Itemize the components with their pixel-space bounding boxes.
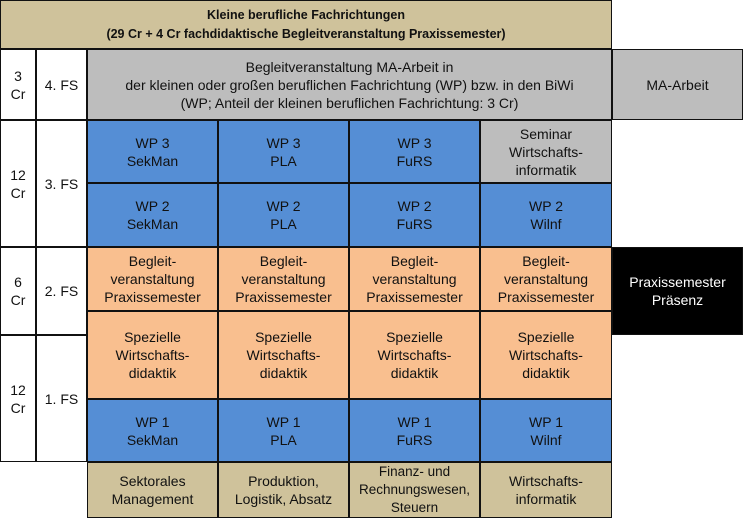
credit-cell-1fs: 12 Cr — [0, 335, 36, 462]
credit-cell-2fs: 6 Cr — [0, 247, 36, 335]
begleitveranstaltung-cell: Begleit- veranstaltung Praxissemester — [349, 247, 480, 311]
begleitveranstaltung-cell: Begleit- veranstaltung Praxissemester — [87, 247, 218, 311]
wp3-pla-cell: WP 3 PLA — [218, 120, 349, 183]
praxissemester-praesenz-cell: Praxissemester Präsenz — [612, 247, 743, 335]
wp2-wilnf-cell: WP 2 Wilnf — [480, 183, 612, 247]
wp2-furs-cell: WP 2 FuRS — [349, 183, 480, 247]
header-subtitle: (29 Cr + 4 Cr fachdidaktische Begleitver… — [106, 26, 506, 41]
begleitveranstaltung-cell: Begleit- veranstaltung Praxissemester — [480, 247, 612, 311]
wp2-sekman-cell: WP 2 SekMan — [87, 183, 218, 247]
credit-cell-4fs: 3 Cr — [0, 49, 36, 120]
ma-arbeit-cell: MA-Arbeit — [612, 49, 743, 120]
spezielle-wirtschaftsdidaktik-cell: Spezielle Wirtschafts- didaktik — [218, 311, 349, 399]
finanz-rechnungswesen-steuern-cell: Finanz- und Rechnungswesen, Steuern — [349, 462, 480, 518]
header-cell: Kleine berufliche Fachrichtungen (29 Cr … — [0, 0, 612, 49]
wp3-furs-cell: WP 3 FuRS — [349, 120, 480, 183]
wp2-pla-cell: WP 2 PLA — [218, 183, 349, 247]
wp3-sekman-cell: WP 3 SekMan — [87, 120, 218, 183]
wp1-wilnf-cell: WP 1 Wilnf — [480, 399, 612, 462]
spezielle-wirtschaftsdidaktik-cell: Spezielle Wirtschafts- didaktik — [349, 311, 480, 399]
wp1-sekman-cell: WP 1 SekMan — [87, 399, 218, 462]
credit-cell-3fs: 12 Cr — [0, 120, 36, 247]
wp1-furs-cell: WP 1 FuRS — [349, 399, 480, 462]
ma-begleitveranstaltung-cell: Begleitveranstaltung MA-Arbeit in der kl… — [87, 49, 612, 120]
spezielle-wirtschaftsdidaktik-cell: Spezielle Wirtschafts- didaktik — [480, 311, 612, 399]
begleitveranstaltung-cell: Begleit- veranstaltung Praxissemester — [218, 247, 349, 311]
wirtschaftsinformatik-cell: Wirtschafts- informatik — [480, 462, 612, 518]
header-title: Kleine berufliche Fachrichtungen — [207, 7, 405, 22]
spezielle-wirtschaftsdidaktik-cell: Spezielle Wirtschafts- didaktik — [87, 311, 218, 399]
produktion-logistik-absatz-cell: Produktion, Logistik, Absatz — [218, 462, 349, 518]
semester-cell-4fs: 4. FS — [36, 49, 87, 120]
wp1-pla-cell: WP 1 PLA — [218, 399, 349, 462]
semester-cell-3fs: 3. FS — [36, 120, 87, 247]
semester-cell-1fs: 1. FS — [36, 335, 87, 462]
sektorales-management-cell: Sektorales Management — [87, 462, 218, 518]
seminar-wirtschaftsinformatik-cell: Seminar Wirtschafts- informatik — [480, 120, 612, 183]
semester-cell-2fs: 2. FS — [36, 247, 87, 335]
